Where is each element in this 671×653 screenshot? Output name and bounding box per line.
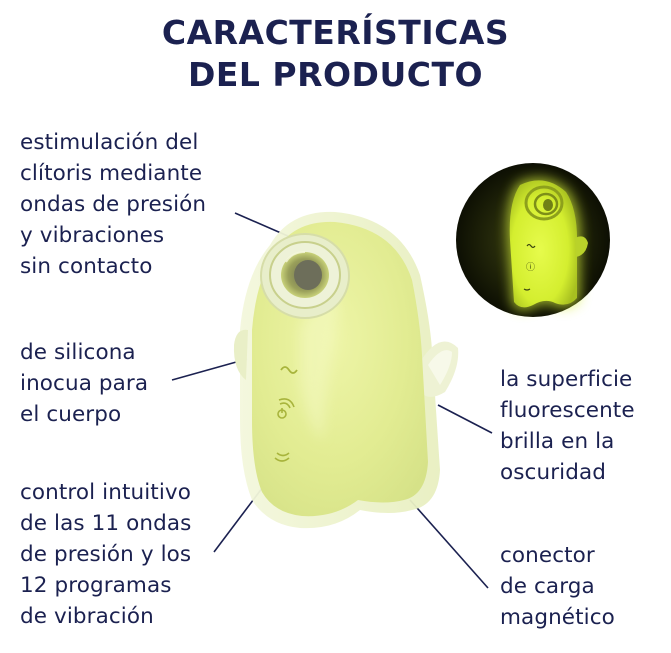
leader-line-charging xyxy=(409,499,489,589)
wave-icon[interactable] xyxy=(280,366,298,374)
leader-line-silicone xyxy=(171,358,248,381)
callout-control: control intuitivo de las 11 ondas de pre… xyxy=(20,480,192,629)
title-line-1: CARACTERÍSTICAS xyxy=(161,13,510,52)
callout-stimulation: estimulación del clítoris mediante ondas… xyxy=(20,130,207,279)
callout-charging: conector de carga magnético xyxy=(500,543,615,630)
glow-in-dark-inset: ⓘ xyxy=(456,163,610,317)
wave-icon-dark xyxy=(526,243,536,249)
callout-glow: la superficie fluorescente brilla en la … xyxy=(500,367,635,485)
suction-nozzle xyxy=(260,233,350,319)
leader-line-glow xyxy=(437,404,493,434)
callout-silicone: de silicona inocua para el cuerpo xyxy=(20,340,149,427)
svg-text:ⓘ: ⓘ xyxy=(526,262,535,273)
title-line-2: DEL PRODUCTO xyxy=(187,55,484,94)
pressure-wave-icon[interactable] xyxy=(274,452,290,462)
device-illustration xyxy=(233,211,459,529)
page-title: CARACTERÍSTICAS DEL PRODUCTO xyxy=(0,12,671,96)
power-vibration-icon[interactable] xyxy=(277,398,295,419)
